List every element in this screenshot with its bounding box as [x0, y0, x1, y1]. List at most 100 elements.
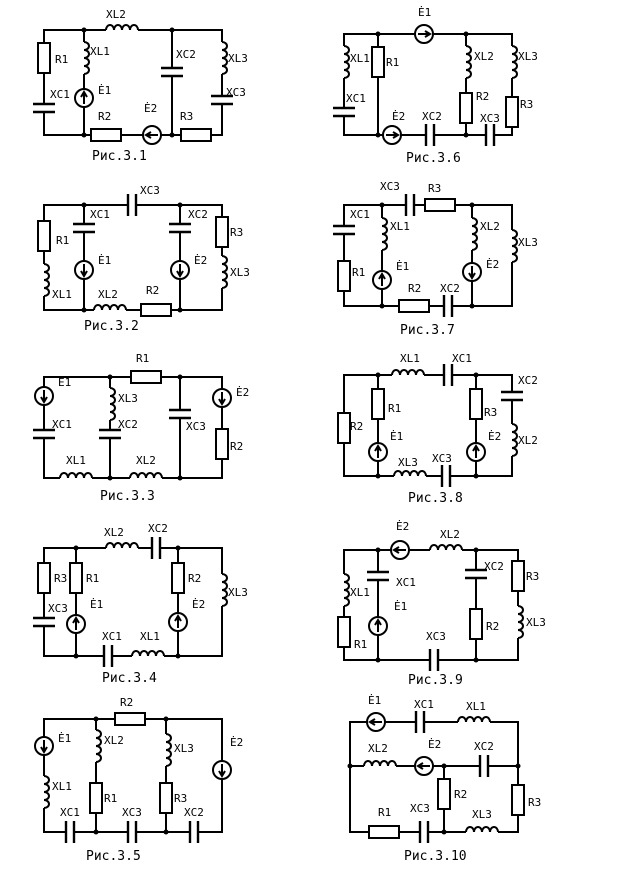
figure-caption: Рис.3.8 [408, 491, 463, 506]
resistor-r1 [371, 46, 385, 78]
capacitor-xc3 [166, 408, 194, 420]
label: Ė2 [144, 102, 157, 115]
label: XC1 [346, 92, 366, 105]
resistor-r1 [69, 562, 83, 594]
resistor-r3 [180, 128, 212, 142]
label: R3 [520, 98, 533, 111]
label: XC2 [148, 522, 168, 535]
capacitor-xc2 [188, 818, 200, 846]
source-e1 [66, 614, 86, 634]
label: Ė1 [98, 84, 111, 97]
label: XL2 [518, 434, 538, 447]
capacitor-xc1 [442, 361, 454, 389]
capacitor-xc3 [126, 818, 138, 846]
label: XL2 [98, 288, 118, 301]
label: Ė1 [98, 254, 111, 267]
label: R2 [408, 282, 421, 295]
label: XL3 [518, 236, 538, 249]
label: Ė2 [194, 254, 207, 267]
inductor-xl1 [379, 217, 391, 251]
source-e1 [74, 88, 94, 108]
resistor-r3 [424, 198, 456, 212]
capacitor-xc3 [428, 646, 440, 674]
inductor-xl2 [93, 729, 105, 763]
source-e1 [366, 712, 386, 732]
label: Ė1 [390, 430, 403, 443]
label: XL1 [66, 454, 86, 467]
resistor-r1 [37, 42, 51, 74]
label: R1 [56, 234, 69, 247]
inductor-xl2 [429, 541, 463, 553]
label: XC2 [176, 48, 196, 61]
label: XC1 [52, 418, 72, 431]
resistor-r2 [437, 778, 451, 810]
inductor-xl3 [393, 467, 427, 479]
label: R2 [350, 420, 363, 433]
label: R3 [526, 570, 539, 583]
label: XC1 [90, 208, 110, 221]
figure-3-8: XL1 XC1 XC2 R1 R3 R2 Ė1 Ė2 XL2 XL3 XC3 Р… [337, 352, 538, 506]
resistor-r2 [114, 712, 146, 726]
resistor-r1 [337, 616, 351, 648]
capacitor-xc3 [404, 191, 416, 219]
source-e2 [466, 442, 486, 462]
capacitor-xc2 [478, 752, 490, 780]
figure-caption: Рис.3.1 [92, 149, 147, 164]
resistor-r3 [511, 560, 525, 592]
resistor-r1 [337, 260, 351, 292]
label: R3 [180, 110, 193, 123]
label: Ė2 [192, 598, 205, 611]
label: R2 [454, 788, 467, 801]
capacitor-xc1 [30, 428, 58, 440]
label: XL2 [106, 8, 126, 21]
label: XC1 [102, 630, 122, 643]
label: Ė2 [230, 736, 243, 749]
label: Ė1 [394, 600, 407, 613]
resistor-r2 [90, 128, 122, 142]
label: XL2 [474, 50, 494, 63]
resistor-r2 [215, 428, 229, 460]
inductor-xl2 [93, 301, 127, 313]
figure-3-2: XC3 XC1 XC2 R1 R3 Ė1 Ė2 XL3 XL1 XL2 R2 Р… [37, 184, 250, 334]
inductor-xl1 [41, 263, 53, 297]
label: R3 [428, 182, 441, 195]
source-e2 [414, 756, 434, 776]
resistor-r2 [469, 608, 483, 640]
label: XL3 [230, 266, 250, 279]
label: XL2 [136, 454, 156, 467]
source-e2 [390, 540, 410, 560]
inductor-xl2 [105, 21, 139, 33]
inductor-xl2 [363, 757, 397, 769]
capacitor-xc1 [64, 818, 76, 846]
capacitor-xc1 [102, 642, 114, 670]
capacitor-xc2 [166, 222, 194, 234]
label: Ė2 [392, 110, 405, 123]
label: XC1 [60, 806, 80, 819]
label: Ė2 [486, 258, 499, 271]
source-e1 [74, 260, 94, 280]
label: R2 [146, 284, 159, 297]
label: R1 [386, 56, 399, 69]
source-e1 [34, 736, 54, 756]
label: R1 [354, 638, 367, 651]
label: XL3 [526, 616, 546, 629]
resistor-r3 [159, 782, 173, 814]
resistor-r1 [89, 782, 103, 814]
capacitor-xc1 [364, 570, 392, 582]
label: XL2 [104, 526, 124, 539]
label: R2 [188, 572, 201, 585]
capacitor-xc2 [442, 292, 454, 320]
label: XC2 [484, 560, 504, 573]
capacitor-xc1 [30, 102, 58, 114]
inductor-xl1 [59, 469, 93, 481]
capacitor-xc3 [126, 191, 138, 219]
resistor-r2 [140, 303, 172, 317]
label: R2 [476, 90, 489, 103]
figure-caption: Рис.3.7 [400, 323, 455, 338]
label: XL1 [140, 630, 160, 643]
figure-3-1: XL2 R1 XL1 Ė1 XC1 XC2 XL3 XC3 R2 Ė2 R3 Р… [30, 8, 248, 164]
inductor-xl1 [41, 775, 53, 809]
figure-3-6: Ė1 XL1 R1 XC1 Ė2 XC2 XL2 XL3 R2 R3 XC3 Р… [330, 6, 538, 166]
resistor-r2 [171, 562, 185, 594]
